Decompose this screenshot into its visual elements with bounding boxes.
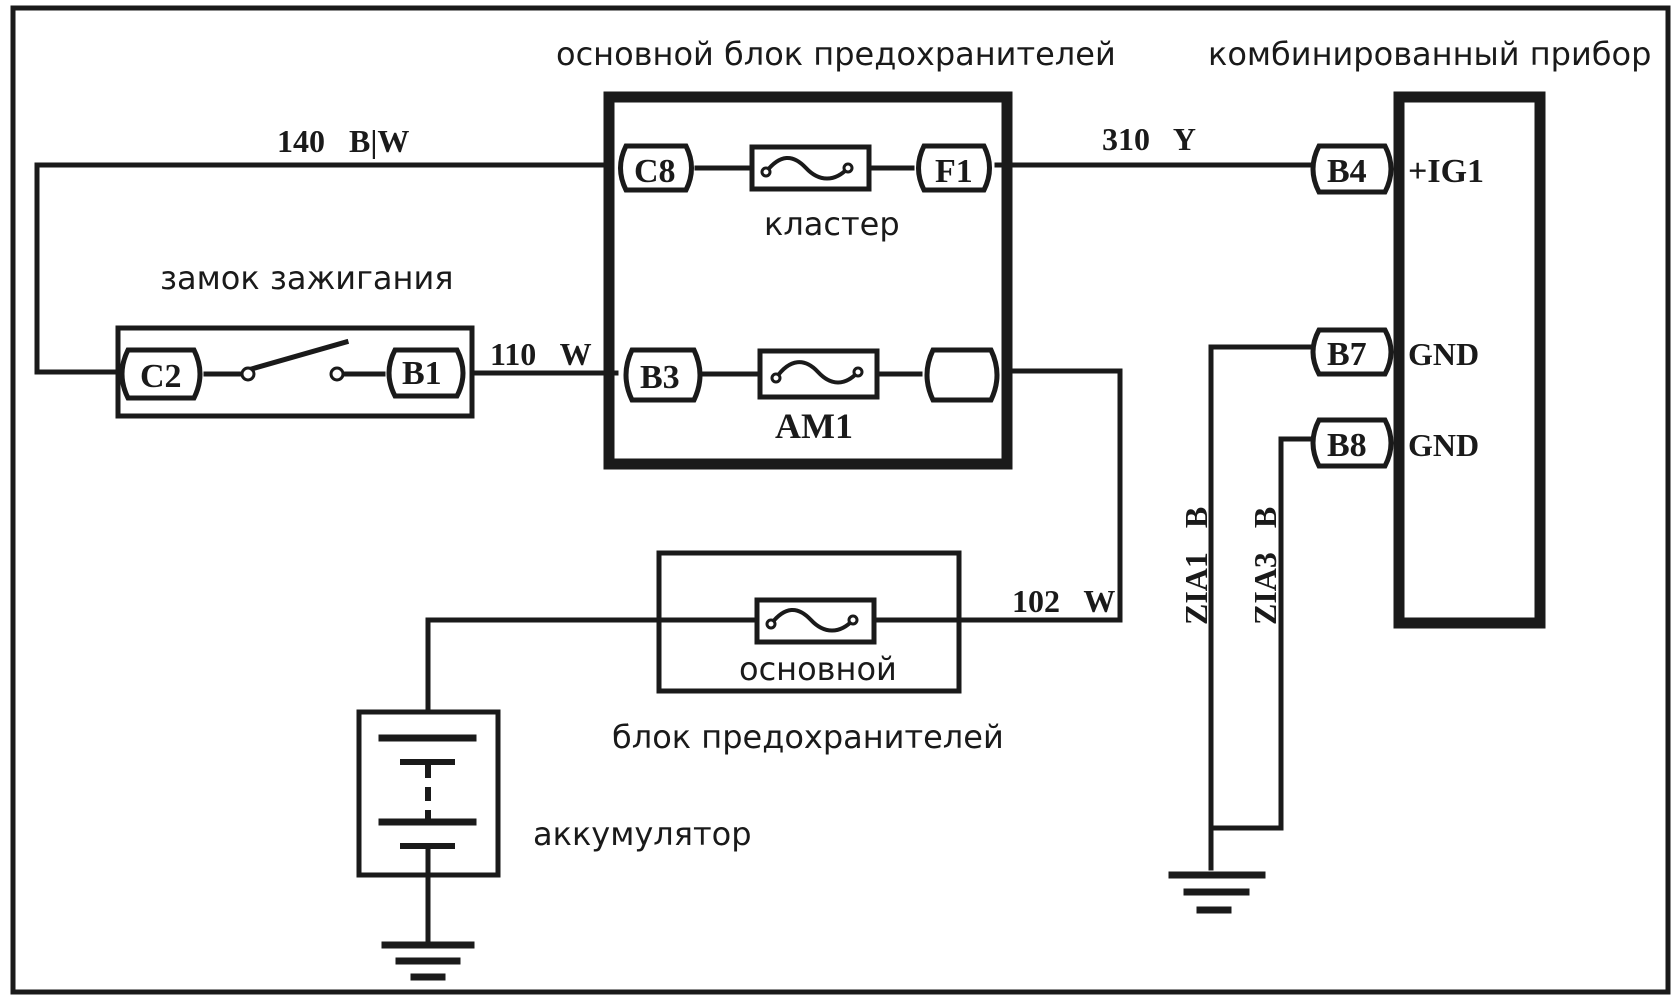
- title-main-fuse-line1: основной: [739, 650, 897, 688]
- main-fuse-box: [603, 91, 1013, 470]
- connector-label-b1: B1: [402, 355, 442, 392]
- wire-zia1: [1208, 344, 1312, 871]
- connector-c8: [618, 143, 694, 193]
- connector-label-c8: C8: [634, 153, 676, 190]
- connector-label-b4: B4: [1327, 153, 1367, 190]
- connector-c2: [119, 347, 203, 401]
- wire-label-102: 102 W: [1012, 583, 1115, 619]
- wire-label-310: 310 Y: [1102, 121, 1196, 157]
- title-main-fuse-line2: блок предохранителей: [612, 718, 1004, 756]
- connector-f1: [916, 143, 992, 193]
- switch-contact: [244, 338, 350, 374]
- connector-label-b3: B3: [640, 359, 680, 396]
- connector-label-c2: C2: [140, 358, 182, 395]
- title-battery: аккумулятор: [533, 815, 752, 853]
- connector-label-b7: B7: [1327, 336, 1367, 373]
- fuse-main: [754, 597, 877, 645]
- main-fuse-block-box: [656, 550, 962, 694]
- title-ignition-switch: замок зажигания: [160, 259, 453, 297]
- connector-b7: [1310, 327, 1394, 377]
- connector-b1: [386, 347, 466, 399]
- battery-symbol: [378, 734, 477, 878]
- wire-140: [34, 162, 615, 375]
- ignition-switch-box: [115, 325, 475, 419]
- connector-label-f1: F1: [935, 153, 973, 190]
- pin-label-gnd1: GND: [1408, 336, 1479, 372]
- ground-battery-icon: [381, 941, 475, 981]
- wire-102: [425, 368, 1123, 715]
- connector-b8: [1310, 417, 1394, 469]
- wire-zia3: [1208, 436, 1312, 831]
- title-main-fuse-box: основной блок предохранителей: [556, 35, 1116, 73]
- connector-b4: [1310, 143, 1394, 195]
- ground-instrument-icon: [1168, 871, 1266, 914]
- fuse-am1: [757, 348, 880, 400]
- fuse-cluster: [749, 144, 872, 192]
- outer-frame: [10, 5, 1671, 995]
- connector-label-b8: B8: [1327, 427, 1367, 464]
- connector-am1-out: [924, 347, 1000, 403]
- fuse-label-cluster: кластер: [764, 205, 900, 243]
- wire-label-140: 140 B|W: [277, 123, 409, 159]
- combined-instrument-box: [1393, 91, 1546, 629]
- fuse-label-am1: AM1: [775, 406, 853, 446]
- wire-label-zia3: ZIA3 B: [1247, 507, 1283, 625]
- wire-label-zia1: ZIA1 B: [1178, 507, 1214, 625]
- switch-pivot: [240, 366, 256, 382]
- title-combined-instrument: комбинированный прибор: [1208, 35, 1651, 73]
- pin-label-ig1: +IG1: [1408, 153, 1484, 190]
- switch-terminal: [329, 366, 345, 382]
- pin-label-gnd2: GND: [1408, 427, 1479, 463]
- wire-label-110: 110 W: [490, 336, 592, 372]
- connector-b3: [623, 347, 703, 403]
